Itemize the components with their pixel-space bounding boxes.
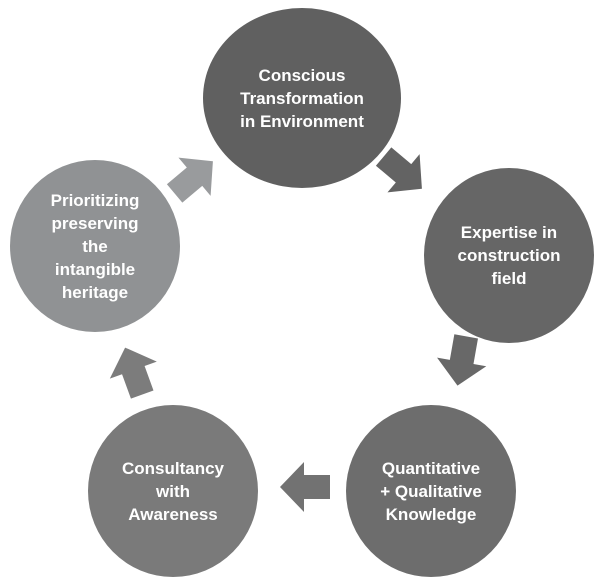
node-consultancy-awareness: Consultancy with Awareness bbox=[88, 405, 258, 577]
cycle-arrow-icon bbox=[437, 334, 487, 386]
cycle-arrow-icon bbox=[166, 157, 213, 203]
node-prioritizing-intangible-heritage: Prioritizing preserving the intangible h… bbox=[10, 160, 180, 332]
cycle-arrow-icon bbox=[109, 347, 157, 399]
node-expertise-construction: Expertise in construction field bbox=[424, 168, 594, 343]
node-label: Conscious Transformation in Environment bbox=[240, 65, 364, 131]
node-label: Quantitative + Qualitative Knowledge bbox=[380, 458, 482, 524]
cycle-arrow-icon bbox=[280, 462, 330, 512]
node-label: Expertise in construction field bbox=[457, 223, 561, 288]
node-quantitative-qualitative-knowledge: Quantitative + Qualitative Knowledge bbox=[346, 405, 516, 577]
node-conscious-transformation: Conscious Transformation in Environment bbox=[203, 8, 401, 188]
node-label: Prioritizing preserving the intangible h… bbox=[50, 190, 140, 302]
cycle-arrow-icon bbox=[375, 147, 422, 193]
node-label: Consultancy with Awareness bbox=[121, 458, 225, 524]
